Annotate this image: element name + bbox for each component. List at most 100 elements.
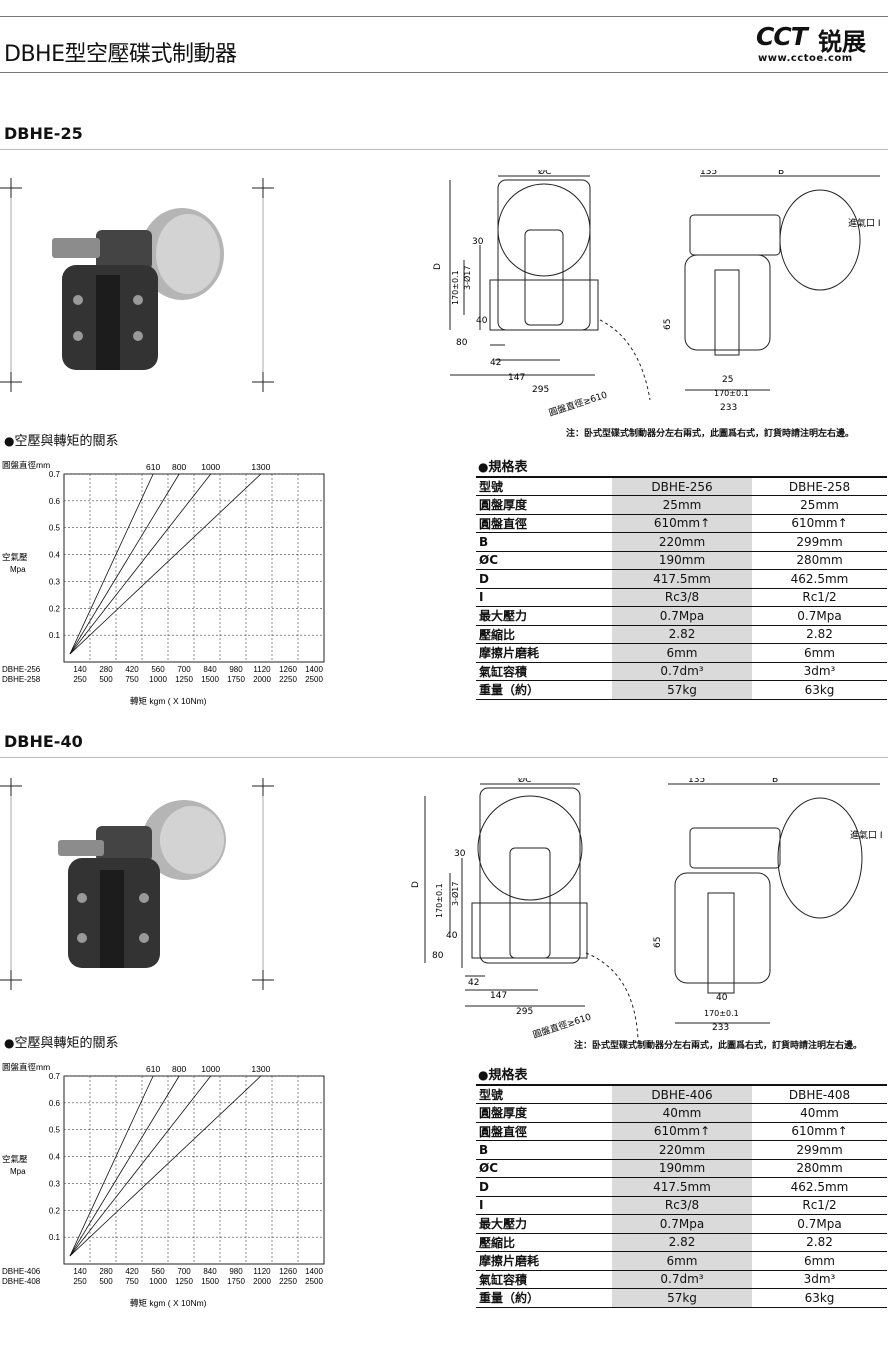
spec-value-cell: 190mm [612,551,752,570]
spec-label-cell: D [476,1177,612,1197]
y-axis-unit: Mpa [10,1167,26,1176]
y-tick-label: 0.2 [49,604,61,613]
spec-value-cell: 0.7dm³ [612,1270,752,1289]
spec-value-cell: 0.7Mpa [752,606,887,626]
x-tick-label: 1000 [149,675,167,684]
section-rule [0,149,888,150]
x-axis-label: 轉矩 kgm ( X 10Nm) [130,696,207,706]
x-tick-label: 420 [125,665,139,674]
dim-147: 147 [490,991,507,1001]
x-tick-label: 420 [125,1267,139,1276]
spec-label-cell: 圓盤直徑 [476,514,612,533]
x-tick-label: 2500 [305,1277,323,1286]
y-axis-label: 空氣壓 [2,552,28,562]
spec-label-cell: B [476,1140,612,1160]
y-axis-unit: Mpa [10,565,26,574]
spec-value-cell: 0.7Mpa [752,1214,887,1234]
spec-value-cell: 299mm [752,532,887,552]
dim-d: D [433,263,443,270]
dim-170-bottom: 170±0.1 [704,1009,739,1018]
spec-label-cell: 摩擦片磨耗 [476,643,612,663]
dim-65: 65 [653,937,663,948]
spec-value-cell: 57kg [612,1288,752,1308]
spec-value-cell: 220mm [612,532,752,552]
section-dbhe-25: ØC D 30 3-Ø17 170±0.1 40 80 42 147 295 圓… [0,170,888,780]
spec-value-cell: 57kg [612,680,752,700]
x-tick-label: 500 [99,1277,113,1286]
y-tick-label: 0.5 [49,524,61,533]
spec-value-cell: 610mm↑ [752,1122,887,1141]
x-tick-label: 840 [203,1267,217,1276]
spec-value-cell: 417.5mm [612,569,752,589]
x-tick-label: 1250 [175,1277,193,1286]
logo-url: www.cctoe.com [758,53,853,64]
spec-label-cell: 氣缸容積 [476,1270,612,1289]
top-rule [0,16,888,17]
spec-label-cell: I [476,588,612,607]
y-tick-label: 0.3 [49,577,61,586]
spec-label-cell: ØC [476,1159,612,1178]
spec-value-cell: 462.5mm [752,1177,887,1197]
dim-3-17: 3-Ø17 [450,882,460,906]
y-tick-label: 0.6 [49,497,61,506]
dim-135: 135 [700,170,717,177]
chart-heading: ●空壓與轉矩的關系 [4,434,119,449]
series-label: 800 [172,1064,186,1074]
x-tick-label: 1400 [305,1267,323,1276]
y-tick-label: 0.7 [49,1072,61,1081]
x-tick-label: 1260 [279,1267,297,1276]
header-rule [0,72,888,73]
x-tick-label: 700 [177,1267,191,1276]
dim-inlet-port: 進氣口 I [848,217,881,229]
x-tick-label: 560 [151,665,165,674]
x-tick-label: 750 [125,1277,139,1286]
spec-value-cell: 63kg [752,1288,887,1308]
x-tick-label: 1000 [149,1277,167,1286]
spec-value-cell: 2.82 [612,625,752,644]
dim-disc-thickness: 40 [716,993,728,1003]
spec-value-cell: 0.7dm³ [612,662,752,681]
dim-3-17: 3-Ø17 [462,266,472,290]
spec-value-cell: DBHE-258 [752,476,887,496]
series-label: 1000 [201,462,220,472]
dim-inlet-port: 進氣口 I [850,829,883,841]
spec-label-cell: 壓縮比 [476,625,612,644]
section-title: DBHE-40 [4,732,83,751]
chart-heading: ●空壓與轉矩的關系 [4,1036,119,1051]
dim-170-bottom: 170±0.1 [714,389,749,398]
x-row-name: DBHE-406 [2,1267,41,1276]
spec-label-cell: 型號 [476,476,612,496]
x-tick-label: 280 [99,1267,113,1276]
spec-value-cell: 2.82 [612,1233,752,1252]
spec-label-cell: B [476,532,612,552]
x-tick-label: 700 [177,665,191,674]
dimension-drawing: ØC D 30 3-Ø17 170±0.1 40 80 42 147 295 圓… [411,778,883,1041]
dim-30: 30 [454,849,466,859]
series-label: 800 [172,462,186,472]
spec-value-cell: DBHE-406 [612,1084,752,1104]
spec-value-cell: Rc3/8 [612,1196,752,1215]
series-label: 610 [146,1064,160,1074]
y-tick-label: 0.5 [49,1126,61,1135]
x-tick-label: 2250 [279,675,297,684]
section-rule [0,757,888,758]
y-tick-label: 0.3 [49,1179,61,1188]
x-tick-label: 1400 [305,665,323,674]
series-label: 1300 [251,1064,270,1074]
series-label: 1300 [251,462,270,472]
x-tick-label: 250 [73,675,87,684]
x-tick-label: 2000 [253,1277,271,1286]
